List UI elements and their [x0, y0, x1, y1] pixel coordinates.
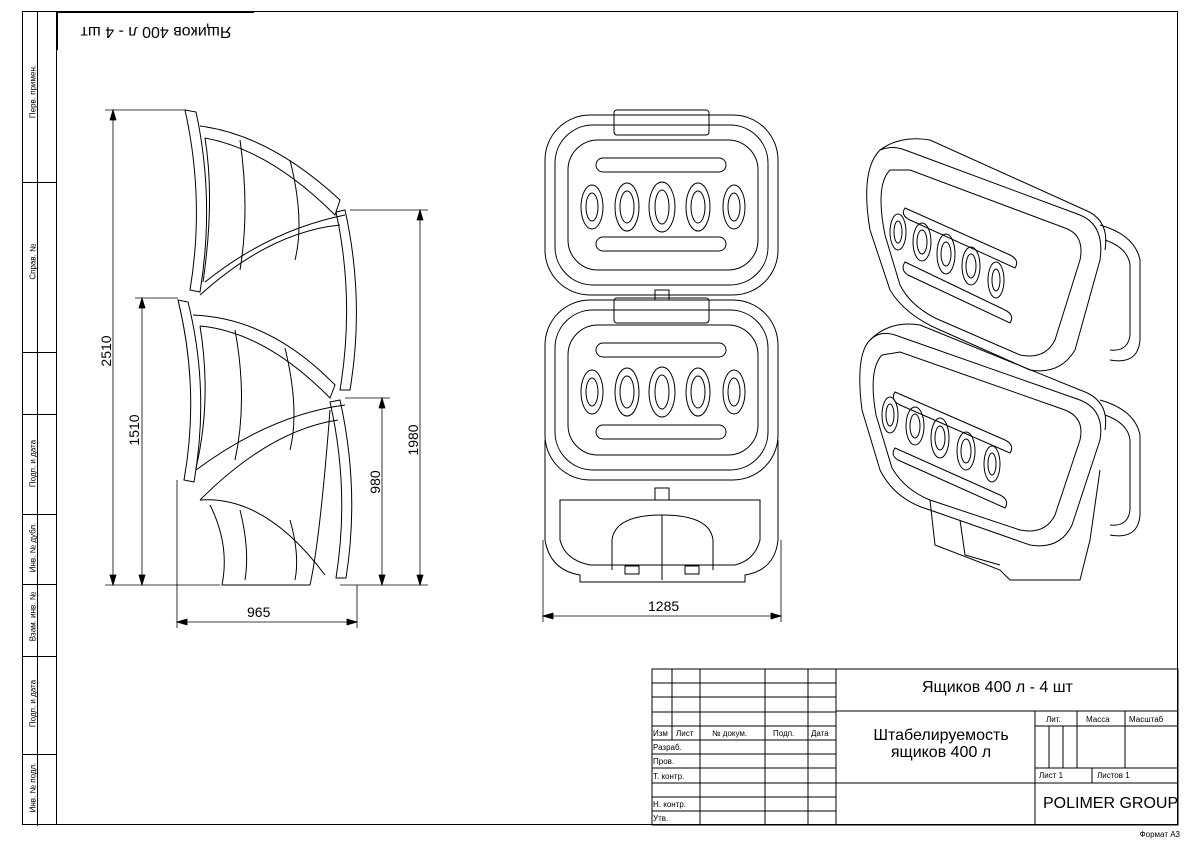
drawing-title-line1: Штабелируемость [873, 727, 1009, 744]
company-name: POLIMER GROUP [1043, 795, 1179, 812]
mass-label: Масса [1086, 715, 1110, 724]
side-cell-6 [23, 656, 57, 754]
side-cell-7 [23, 754, 57, 826]
row-nkontr: Н. контр. [653, 800, 687, 809]
front-view-boxes [544, 109, 779, 583]
dim-965: 965 [247, 604, 271, 620]
dim-2510: 2510 [98, 335, 114, 367]
col-data: Дата [811, 729, 829, 738]
side-strip [22, 11, 57, 826]
title-block-lines [651, 668, 1179, 826]
side-cell-4 [23, 514, 57, 584]
iso-view-boxes [859, 138, 1141, 581]
col-doc: № докум. [712, 729, 748, 738]
sheets-label: Листов 1 [1097, 771, 1130, 780]
dim-1980: 1980 [405, 424, 421, 456]
scale-label: Масштаб [1129, 715, 1164, 724]
row-razrab: Разраб. [653, 743, 682, 752]
row-tkontr: Т. контр. [653, 772, 685, 781]
product-title: Ящиков 400 л - 4 шт [922, 679, 1073, 696]
sheet-label: Лист 1 [1039, 771, 1064, 780]
drawing-frame [56, 11, 1178, 825]
side-view-dim-lines [105, 108, 428, 628]
row-prov: Пров. [653, 757, 675, 766]
format-label: Формат А3 [1139, 830, 1180, 839]
drawing-title-line2: ящиков 400 л [890, 744, 992, 761]
dim-1285: 1285 [648, 598, 680, 614]
dim-980: 980 [367, 470, 383, 494]
side-view-boxes [177, 109, 357, 586]
front-view-dim-lines [541, 540, 783, 622]
col-list: Лист [676, 729, 694, 738]
side-cell-3 [23, 414, 57, 514]
col-izm: Изм [653, 729, 668, 738]
side-cell-5 [23, 584, 57, 656]
dim-1510: 1510 [126, 414, 142, 446]
row-utv: Утв. [653, 814, 669, 823]
col-podp: Подп. [773, 729, 795, 738]
side-cell-gap [23, 352, 57, 414]
lit-label: Лит. [1046, 715, 1061, 724]
side-cell-2 [23, 182, 57, 352]
